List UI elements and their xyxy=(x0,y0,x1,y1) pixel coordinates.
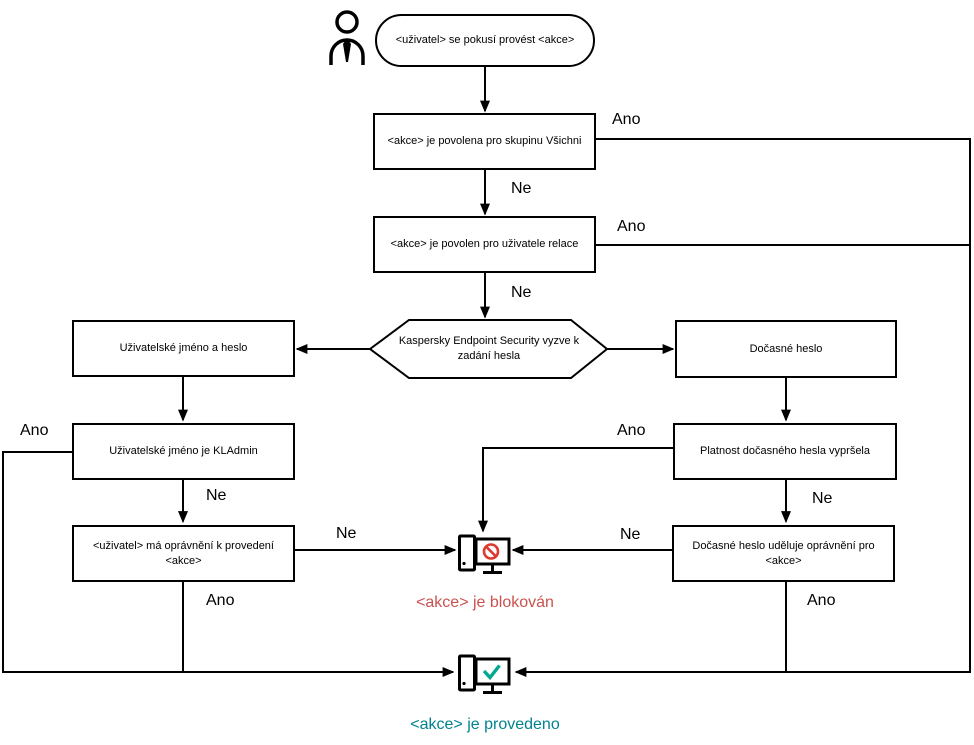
computer-check-icon xyxy=(458,654,511,694)
label-ne-kladmin: Ne xyxy=(206,487,227,504)
node-user-has-permission-label: <uživatel> má oprávnění k provedení <akc… xyxy=(92,539,274,567)
label-ne-expired: Ne xyxy=(812,490,833,507)
decision-hexagon xyxy=(368,319,609,379)
label-ano-allowed-everyone: Ano xyxy=(612,111,641,128)
label-ne-allowed-everyone: Ne xyxy=(511,180,532,197)
node-username-is-kladmin: Uživatelské jméno je KLAdmin xyxy=(72,423,295,480)
status-action-executed: <akce> je provedeno xyxy=(410,716,560,733)
node-password-prompt-label: Kaspersky Endpoint Security vyzve k zadá… xyxy=(398,335,580,362)
user-icon xyxy=(329,10,365,65)
node-temp-password-grants: Dočasné heslo uděluje oprávnění pro <akc… xyxy=(672,525,895,582)
status-action-blocked: <akce> je blokován xyxy=(416,594,554,611)
node-allowed-for-everyone: <akce> je povolena pro skupinu Všichni xyxy=(373,113,596,170)
node-temp-password-grants-label: Dočasné heslo uděluje oprávnění pro <akc… xyxy=(692,539,875,567)
checkmark-icon xyxy=(482,664,501,681)
label-ano-kladmin: Ano xyxy=(20,422,49,439)
label-ano-session-user: Ano xyxy=(617,218,646,235)
node-start: <uživatel> se pokusí provést <akce> xyxy=(375,14,595,67)
node-temp-password-expired: Platnost dočasného hesla vypršela xyxy=(673,423,897,480)
label-ne-user-permission: Ne xyxy=(336,525,357,542)
label-ano-temp-grants: Ano xyxy=(807,592,836,609)
node-user-has-permission: <uživatel> má oprávnění k provedení <akc… xyxy=(72,525,295,582)
node-allowed-for-session-user: <akce> je povolen pro uživatele relace xyxy=(373,216,596,273)
node-allowed-for-everyone-label: <akce> je povolena pro skupinu Všichni xyxy=(387,135,582,148)
node-allowed-for-session-user-label: <akce> je povolen pro uživatele relace xyxy=(390,238,579,251)
node-username-and-password: Uživatelské jméno a heslo xyxy=(72,320,295,377)
node-username-is-kladmin-label: Uživatelské jméno je KLAdmin xyxy=(109,445,258,458)
computer-blocked-icon xyxy=(458,534,511,574)
label-ano-user-permission: Ano xyxy=(206,592,235,609)
label-ano-expired: Ano xyxy=(617,422,646,439)
connectors xyxy=(2,67,971,677)
label-ne-temp-grants: Ne xyxy=(620,526,641,543)
node-start-label: <uživatel> se pokusí provést <akce> xyxy=(395,34,575,47)
node-temp-password-expired-label: Platnost dočasného hesla vypršela xyxy=(700,445,870,458)
node-username-and-password-label: Uživatelské jméno a heslo xyxy=(119,342,248,355)
node-temporary-password-label: Dočasné heslo xyxy=(749,342,823,355)
node-temporary-password: Dočasné heslo xyxy=(675,320,897,378)
label-ne-session-user: Ne xyxy=(511,284,532,301)
prohibition-icon xyxy=(482,543,500,560)
